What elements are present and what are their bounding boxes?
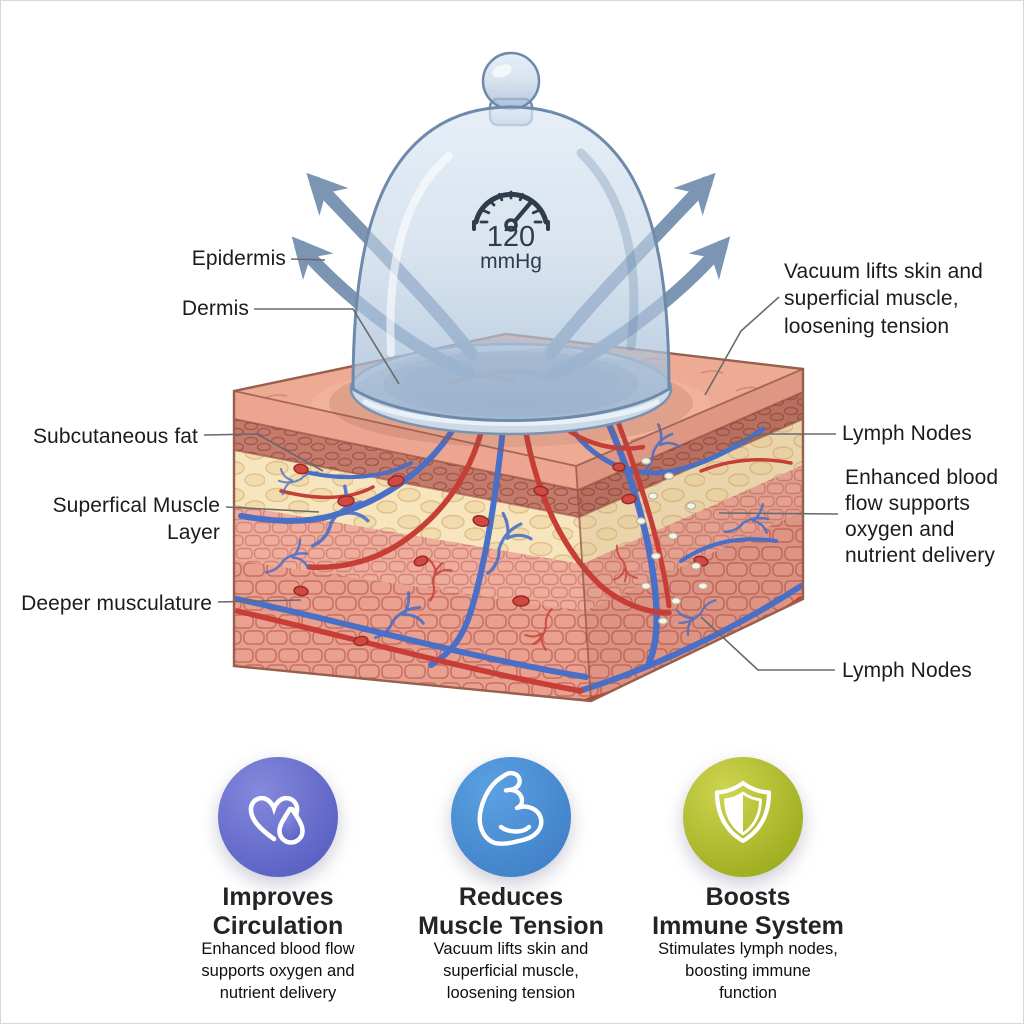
vacuum-cup: 120 mmHg bbox=[351, 51, 671, 422]
label-connector-lines bbox=[203, 258, 839, 671]
label-subcutaneous-fat: Subcutaneous fat bbox=[32, 425, 198, 448]
cup-bell bbox=[351, 105, 671, 422]
label-blood-flow-note: Enhanced blood flow supports oxygen and … bbox=[845, 466, 999, 568]
superficial-muscle-line bbox=[225, 506, 320, 513]
blood-flow-line bbox=[718, 512, 839, 515]
dermis-band-edges bbox=[233, 391, 804, 518]
blood-vessels bbox=[234, 392, 803, 701]
label-dermis: Dermis bbox=[181, 297, 249, 320]
benefit-desc-immune: Stimulates lymph nodes, boosting immune … bbox=[658, 940, 838, 1002]
label-deeper-musculature: Deeper musculature bbox=[21, 592, 212, 615]
benefit-circle-circulation bbox=[216, 755, 340, 879]
benefit-circle-immune bbox=[681, 755, 805, 879]
label-lymph-nodes-lower: Lymph Nodes bbox=[842, 659, 972, 682]
benefit-desc-muscle: Vacuum lifts skin and superficial muscle… bbox=[433, 940, 589, 1002]
red-blood-cells bbox=[293, 462, 709, 647]
lymph-node-dots bbox=[635, 457, 709, 625]
cup-knob bbox=[481, 51, 541, 111]
label-superficial-muscle-layer: Superfical Muscle Layer bbox=[52, 494, 220, 544]
bicep-icon bbox=[477, 770, 544, 846]
heart-droplet-icon bbox=[248, 795, 305, 845]
benefit-desc-circulation: Enhanced blood flow supports oxygen and … bbox=[201, 940, 355, 1002]
label-lymph-nodes-upper: Lymph Nodes bbox=[842, 422, 972, 445]
label-vacuum-note: Vacuum lifts skin and superficial muscle… bbox=[784, 260, 983, 338]
lymph-lower-line bbox=[700, 616, 835, 671]
vacuum-note-line bbox=[704, 296, 780, 396]
benefit-title-circulation: Improves Circulation bbox=[212, 883, 344, 941]
dermis-line bbox=[254, 308, 400, 385]
gauge-unit: mmHg bbox=[480, 250, 542, 273]
benefit-circle-muscle bbox=[449, 755, 573, 879]
deeper-musculature-line bbox=[217, 599, 302, 603]
gauge-value: 120 bbox=[487, 221, 535, 253]
skin-cross-section bbox=[232, 332, 805, 703]
benefit-title-muscle: Reduces Muscle Tension bbox=[418, 883, 604, 941]
pressure-gauge-icon bbox=[472, 190, 550, 232]
label-epidermis: Epidermis bbox=[191, 247, 286, 270]
subcutaneous-fat-line bbox=[203, 433, 324, 472]
benefit-title-immune: Boosts Immune System bbox=[652, 883, 844, 941]
shield-icon bbox=[714, 780, 772, 844]
epidermis-line bbox=[290, 258, 326, 261]
lymph-upper-line bbox=[726, 433, 836, 446]
